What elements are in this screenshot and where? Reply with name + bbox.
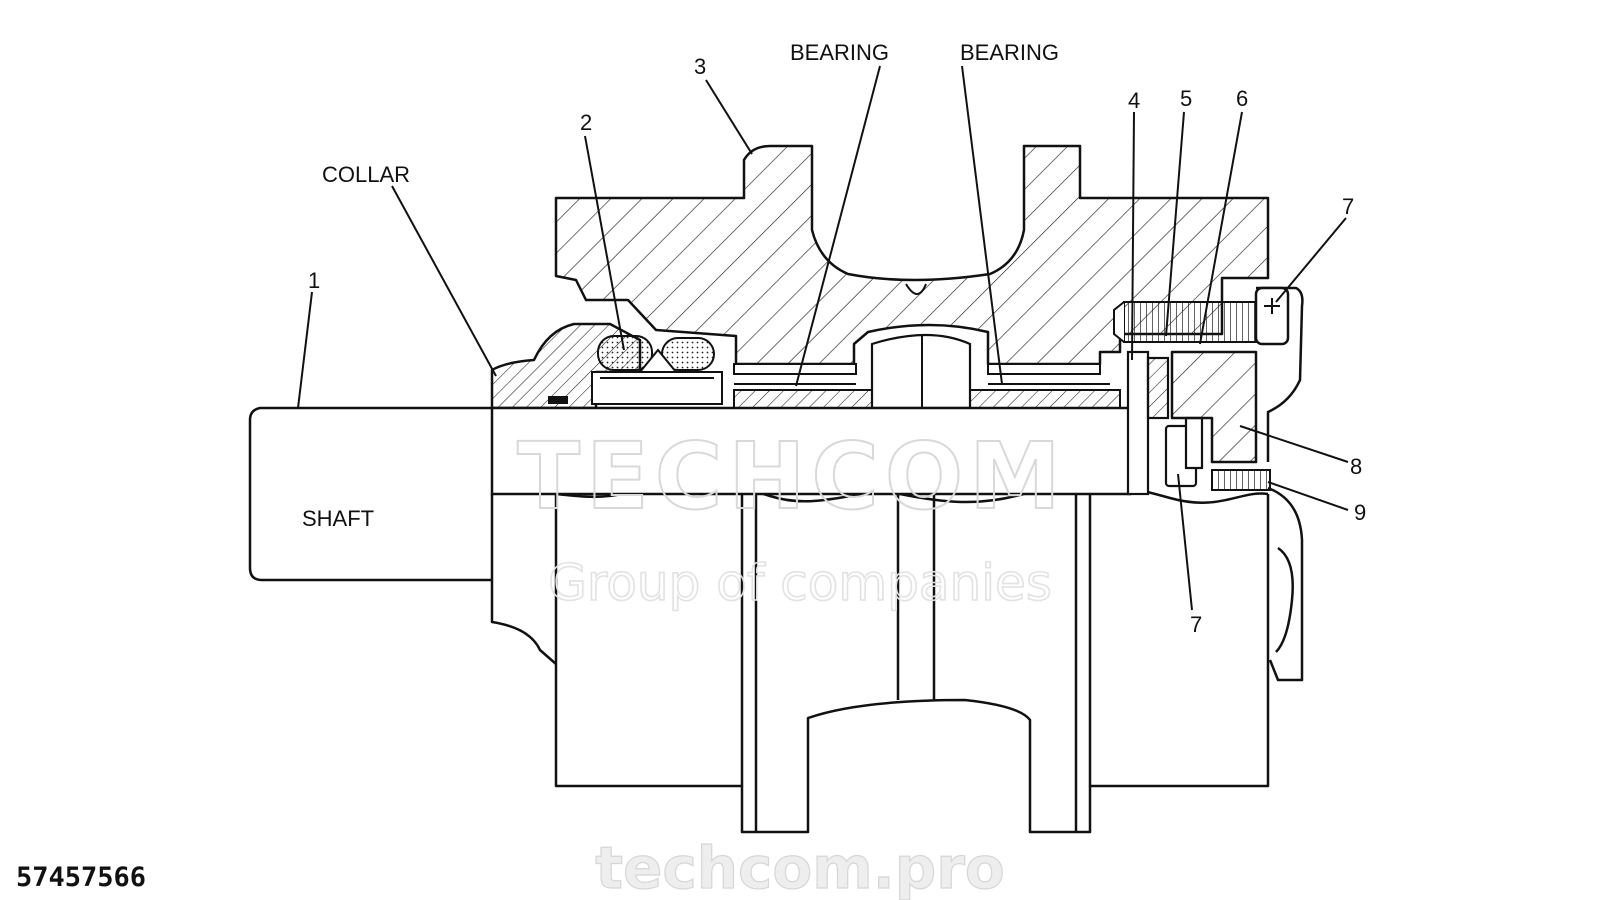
- roller-body-section: [554, 144, 1270, 366]
- end-cover: [1267, 486, 1304, 682]
- leader-collar: [391, 185, 497, 377]
- label-5: 5: [1180, 86, 1192, 111]
- seal-housing: [591, 371, 723, 405]
- label-4: 4: [1128, 88, 1140, 113]
- cap-bolt-socket: [1264, 298, 1280, 314]
- bearing-right-inner: [969, 389, 1121, 409]
- pin-lower-inner: [1184, 416, 1204, 470]
- bolt-hole-end: [1113, 301, 1125, 343]
- leader-5: [1165, 111, 1185, 337]
- watermark-tagline: Group of companies: [548, 554, 1052, 612]
- label-2: 2: [580, 110, 592, 135]
- leader-8: [1239, 425, 1349, 463]
- label-7-bottom: 7: [1190, 612, 1202, 637]
- label-collar: COLLAR: [322, 162, 410, 187]
- collar-lower-profile: [490, 494, 557, 665]
- roller-lower-body: [248, 406, 1304, 834]
- leader-bearing-right: [961, 65, 1003, 385]
- retainer-ring: [1146, 356, 1170, 420]
- set-screw: [1211, 469, 1271, 491]
- label-6: 6: [1236, 86, 1248, 111]
- leader-lines: [297, 65, 1349, 611]
- thrust-washer: [1126, 350, 1150, 496]
- collar-notch: [548, 396, 568, 404]
- label-7-top: 7: [1342, 194, 1354, 219]
- leader-6: [1199, 111, 1243, 345]
- part-number: 57457566: [16, 862, 147, 893]
- leader-7-bottom: [1177, 473, 1193, 611]
- bolt-thread: [1123, 301, 1257, 343]
- bearing-left-inner: [733, 389, 885, 409]
- leader-bearing-left: [795, 65, 881, 387]
- leader-1: [297, 291, 313, 409]
- oil-plug-notch: [905, 283, 927, 295]
- label-8: 8: [1350, 454, 1362, 479]
- seal-wedge: [637, 348, 679, 373]
- thrust-washer-group: [1126, 350, 1204, 496]
- label-9: 9: [1354, 500, 1366, 525]
- shaft-end: [248, 406, 492, 582]
- leader-2: [584, 135, 625, 351]
- bearing-right-outer: [987, 363, 1101, 375]
- label-bearing-right: BEARING: [960, 40, 1059, 65]
- end-cover-section: [1170, 350, 1258, 464]
- cap-plate: [1256, 286, 1304, 462]
- watermark-brand: TECHCOM: [517, 423, 1066, 530]
- label-1: 1: [308, 268, 320, 293]
- watermark-site: techcom.pro: [595, 834, 1004, 900]
- label-3: 3: [694, 54, 706, 79]
- leader-3: [705, 79, 753, 155]
- bearing-right-bushing: [969, 363, 1121, 409]
- leader-4: [1131, 111, 1135, 361]
- watermark: TECHCOM Group of companies techcom.pro: [516, 422, 1066, 900]
- label-shaft: SHAFT: [302, 506, 374, 531]
- cap-bolt-head: [1254, 286, 1290, 346]
- bearing-left-bushing: [733, 363, 885, 409]
- end-cover-detail: [1275, 546, 1294, 653]
- leader-9: [1267, 481, 1349, 511]
- roller-body-outline: [554, 494, 1270, 834]
- seal-ring-left: [597, 335, 653, 371]
- callout-labels: SHAFT COLLAR BEARING BEARING 1 2 3 4 5 6…: [302, 40, 1366, 637]
- label-bearing-left: BEARING: [790, 40, 889, 65]
- leader-7-top: [1275, 217, 1347, 303]
- floating-seal: [591, 335, 723, 405]
- bearing-left-outer: [733, 363, 857, 375]
